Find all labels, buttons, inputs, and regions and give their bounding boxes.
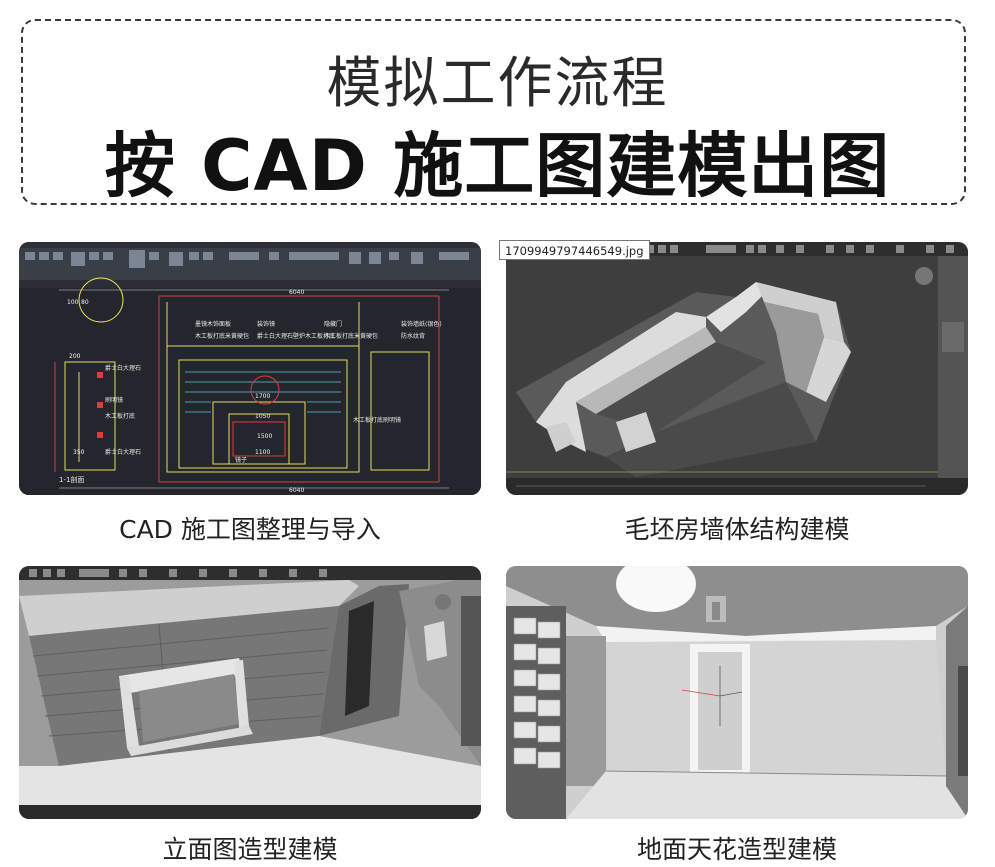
cad-label: 木工板打底米黄硬包 [195, 332, 249, 340]
cad-dim: 1050 [255, 413, 270, 420]
cad-label: 装饰墙纸(银色) [401, 320, 442, 328]
step-caption-walls: 毛坯房墙体结构建模 [624, 515, 850, 544]
cad-dim: 100 [67, 299, 79, 306]
cad-label: 木工板打底刷明镜 [353, 416, 401, 424]
cad-label: 爵士白大理石 [105, 448, 141, 456]
cad-label: 装饰镜 [257, 320, 275, 328]
cad-dim: 350 [73, 449, 85, 456]
cad-section-label: 1-1剖面 [59, 475, 84, 484]
cad-dim: 80 [81, 299, 89, 306]
cad-dim: 1700 [255, 393, 270, 400]
filename-tooltip: 1709949797446549.jpg [499, 240, 650, 260]
cad-dim: 200 [69, 353, 81, 360]
cad-label: 隐藏门 [324, 320, 342, 328]
cad-dim: 6040 [289, 289, 304, 296]
cad-label: 墨镜木饰面板 [195, 320, 231, 328]
cad-label: 爵士白大理石壁炉木工板打底 [257, 332, 335, 340]
step-caption-ceiling: 地面天花造型建模 [636, 835, 837, 864]
page-title: 按 CAD 施工图建模出图 [104, 125, 891, 207]
cad-label: 爵士白大理石 [105, 364, 141, 372]
cad-label: 木工板打底 [105, 412, 135, 420]
cad-dim: 1500 [257, 433, 272, 440]
cad-label: 刷明镜 [105, 396, 123, 404]
step-caption-elevation: 立面图造型建模 [162, 835, 338, 864]
cad-label: 防水纹背 [401, 332, 425, 340]
step-caption-cad: CAD 施工图整理与导入 [119, 515, 381, 544]
cad-label: 镜子 [235, 456, 247, 464]
cad-dim: 6040 [289, 487, 304, 494]
page-subtitle: 模拟工作流程 [326, 51, 669, 115]
cad-label: 木工板打底米黄硬包 [324, 332, 378, 340]
ceiling-model-screenshot [506, 566, 968, 819]
wall-model-screenshot [506, 242, 968, 495]
cad-dim: 1100 [255, 449, 270, 456]
title-frame [21, 19, 966, 205]
elevation-model-screenshot [19, 566, 481, 819]
cad-screenshot: 墨镜木饰面板 装饰镜 隐藏门 装饰墙纸(银色) 木工板打底米黄硬包 爵士白大理石… [19, 242, 481, 495]
